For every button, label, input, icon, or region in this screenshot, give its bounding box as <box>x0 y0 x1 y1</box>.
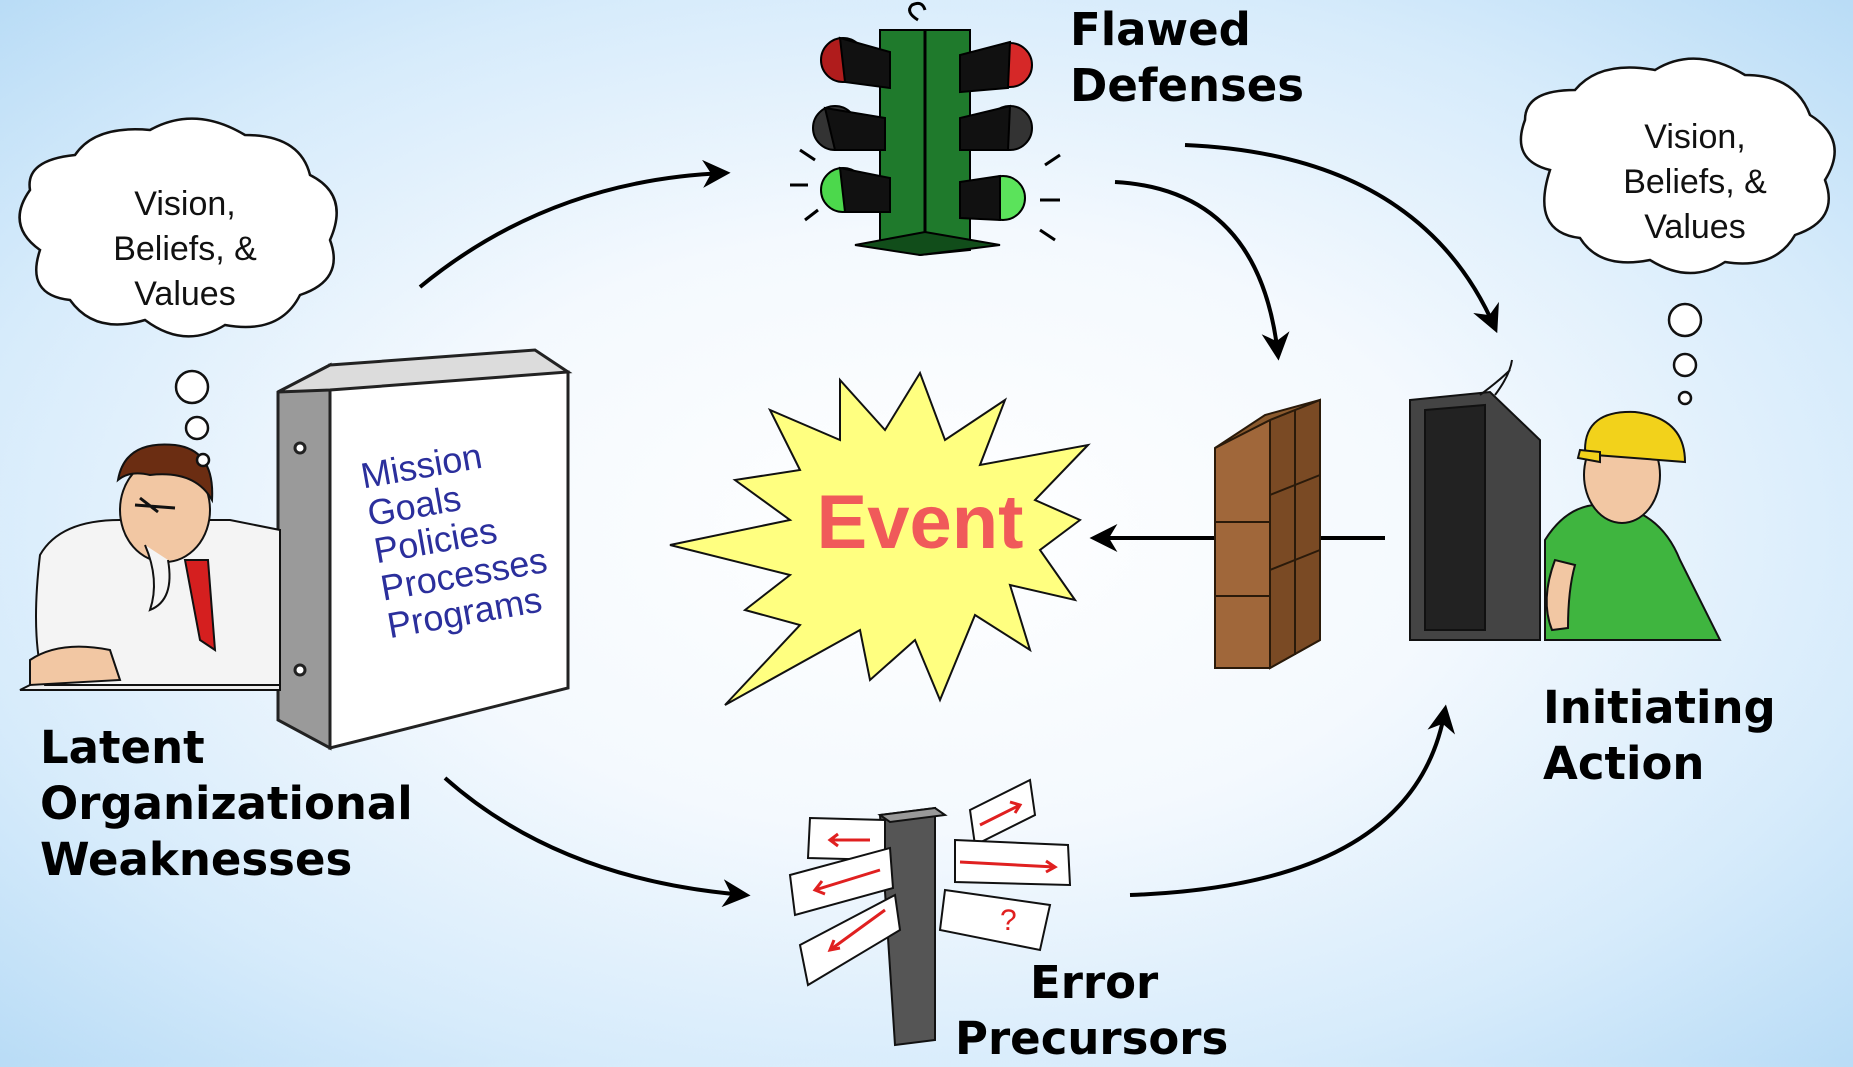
worker-at-panel-icon <box>1409 359 1722 641</box>
manager-at-desk-icon <box>19 443 281 691</box>
label-initiating-action-line-2: Action <box>1543 737 1705 790</box>
cloud-right-text: Vision, Beliefs, & Values <box>1590 115 1800 250</box>
label-latent-weaknesses: Latent Organizational Weaknesses <box>40 720 413 888</box>
arrow-latent-to-defenses <box>418 159 731 289</box>
cloud-right <box>1519 57 1836 406</box>
cloud-left-line-3: Values <box>134 275 236 313</box>
label-latent-weaknesses-line-3: Weaknesses <box>40 833 353 886</box>
arrow-precursors-to-action <box>1129 704 1455 897</box>
traffic-light-icon <box>790 1 1061 257</box>
label-initiating-action: Initiating Action <box>1543 680 1776 792</box>
brick-wall-icon <box>1214 398 1321 670</box>
cloud-right-line-1: Vision, <box>1644 118 1746 156</box>
label-latent-weaknesses-line-1: Latent <box>40 721 205 774</box>
label-flawed-defenses-line-2: Defenses <box>1070 59 1305 112</box>
explosion-burst-icon <box>669 370 1091 706</box>
arrow-defenses-to-action <box>1184 143 1499 334</box>
cloud-right-line-2: Beliefs, & <box>1623 163 1767 201</box>
event-label: Event <box>816 480 1024 565</box>
cloud-left-line-1: Vision, <box>134 185 236 223</box>
label-error-precursors-line-2: Precursors <box>955 1012 1229 1065</box>
arrow-defenses-to-wall <box>1114 180 1290 361</box>
thought-cloud-icon <box>18 57 1836 468</box>
label-flawed-defenses: Flawed Defenses <box>1070 2 1304 114</box>
arrow-latent-to-precursors <box>443 776 751 908</box>
cloud-left-text: Vision, Beliefs, & Values <box>80 182 290 317</box>
cloud-right-line-3: Values <box>1644 208 1746 246</box>
label-flawed-defenses-line-1: Flawed <box>1070 3 1251 56</box>
label-error-precursors-line-1: Error <box>1030 956 1159 1009</box>
binder-items: Mission Goals Policies Processes Program… <box>358 429 557 646</box>
label-initiating-action-line-1: Initiating <box>1543 681 1776 734</box>
signpost-question-mark: ? <box>1000 904 1017 937</box>
label-error-precursors: Error Precursors <box>955 955 1245 1067</box>
cloud-left-line-2: Beliefs, & <box>113 230 257 268</box>
cloud-left <box>18 117 338 468</box>
label-latent-weaknesses-line-2: Organizational <box>40 777 413 830</box>
signpost-icon <box>788 778 1072 1047</box>
